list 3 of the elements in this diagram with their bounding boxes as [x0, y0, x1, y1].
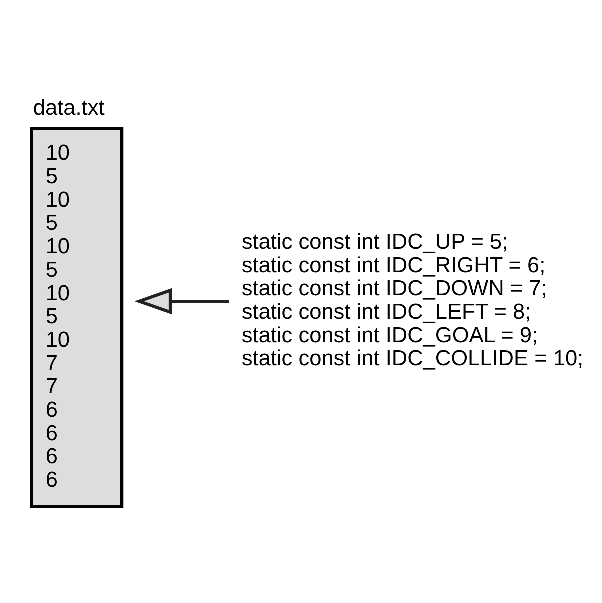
node-text: static const int IDC_UP = 5; static const int IDC_RIGHT = 6; static const int IDC_DOWN = 7; static const int IDC_LEFT = 8; static const int IDC_GOAL = 9; static const int IDC_COLLIDE = 10; — [242, 228, 584, 371]
arrow — [134, 288, 230, 315]
node-label: data.txt — [33, 95, 105, 120]
